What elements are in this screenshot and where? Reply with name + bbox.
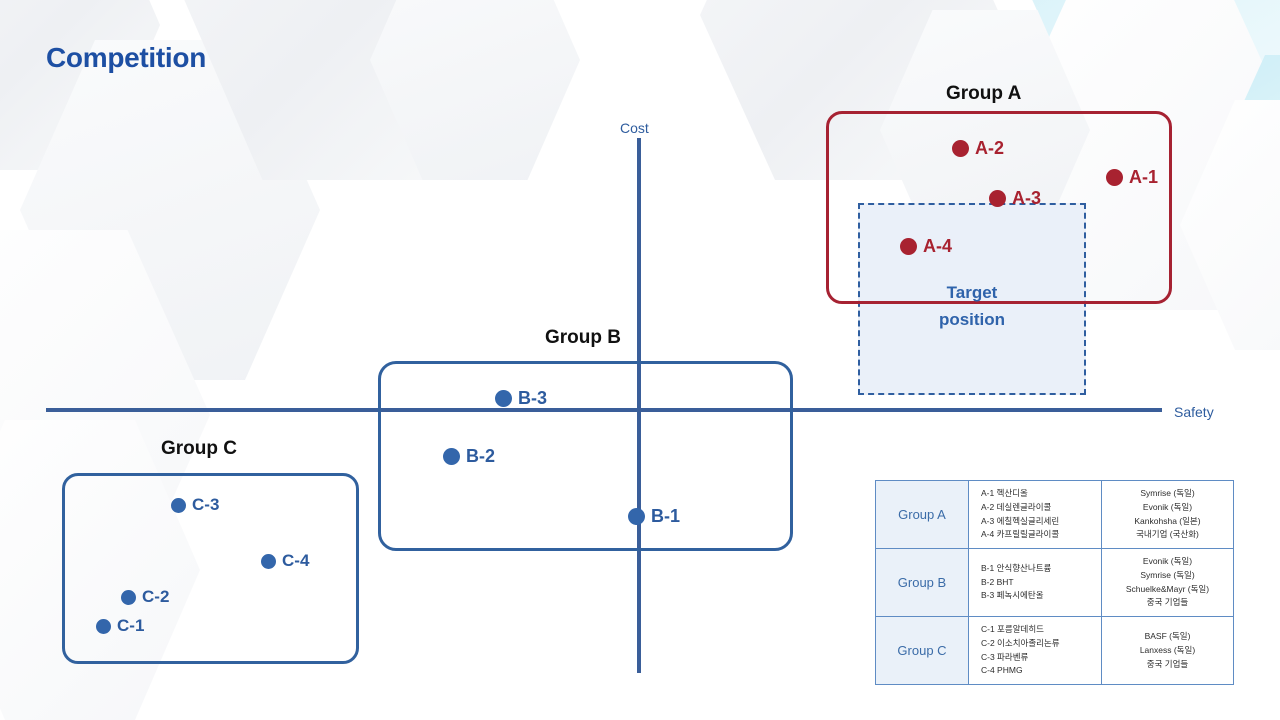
hex-decor [180,0,510,180]
group-c-region [62,473,359,664]
group-a-region [826,111,1172,304]
item-line: A-4 카프릴릴글라이콜 [981,529,1060,540]
item-line: C-2 이소치아졸리논류 [981,637,1060,648]
point-dot-icon [989,190,1006,207]
table-cell-group: Group C [875,616,969,686]
firm-line: Evonik (독일) [1142,556,1193,567]
hex-decor [20,40,320,380]
group-b-title: Group B [541,327,625,349]
item-line: C-1 포름알데히드 [981,624,1044,635]
data-point-b-1[interactable]: B-1 [628,506,680,527]
point-label: A-2 [975,138,1005,158]
point-dot-icon [900,238,917,255]
item-line: A-2 데실렌글라이콜 [981,501,1052,512]
table-row: Group A A-1 헥산디올 A-2 데실렌글라이콜 A-3 에칠헥실글리세… [875,479,1234,550]
data-point-b-2[interactable]: B-2 [443,446,495,467]
point-label: C-4 [282,551,310,570]
point-label: A-3 [1012,188,1042,208]
point-label: B-3 [518,388,548,408]
table-cell-firms: Symrise (독일) Evonik (독일) Kankohsha (일본) … [1101,479,1234,550]
table-cell-items: B-1 안식향산나트륨 B-2 BHT B-3 페녹시에탄올 [968,548,1102,618]
table-row: Group C C-1 포름알데히드 C-2 이소치아졸리논류 C-3 파라벤류… [875,616,1234,686]
hex-decor [1180,100,1280,350]
point-label: C-1 [117,616,145,635]
item-line: C-4 PHMG [981,665,1023,676]
target-position-region [858,203,1086,395]
axis-label-safety: Safety [1174,404,1214,420]
hex-decor [370,0,580,180]
point-dot-icon [121,589,136,605]
item-line: A-3 에칠헥실글리세린 [981,515,1060,526]
data-point-c-2[interactable]: C-2 [121,587,169,607]
group-a-title: Group A [946,83,1022,104]
table-cell-items: A-1 헥산디올 A-2 데실렌글라이콜 A-3 에칠헥실글리세린 A-4 카프… [968,479,1102,550]
data-point-c-4[interactable]: C-4 [261,551,309,571]
firm-line: Evonik (독일) [1142,501,1193,512]
target-label-line1: Target [946,283,998,302]
data-point-a-4[interactable]: A-4 [900,236,952,257]
point-dot-icon [628,508,645,525]
firm-line: 중국 기업들 [1146,597,1189,608]
point-label: A-1 [1129,167,1159,187]
data-point-c-3[interactable]: C-3 [171,495,219,515]
item-line: B-1 안식향산나트륨 [981,562,1052,573]
target-position-label: Target position [858,279,1086,333]
table-cell-items: C-1 포름알데히드 C-2 이소치아졸리논류 C-3 파라벤류 C-4 PHM… [968,616,1102,686]
firm-line: 국내기업 (국산화) [1136,529,1199,540]
point-label: B-2 [466,446,496,466]
group-c-title: Group C [161,438,237,459]
point-label: A-4 [923,236,953,256]
item-line: B-2 BHT [981,576,1014,587]
page-title: Competition [46,42,207,73]
competition-legend-table: Group A A-1 헥산디올 A-2 데실렌글라이콜 A-3 에칠헥실글리세… [875,479,1234,686]
point-dot-icon [96,618,111,634]
axis-vertical-cost [637,138,641,673]
hex-decor-accent [1215,55,1280,275]
item-line: C-3 파라벤류 [981,651,1029,662]
item-line: A-1 헥산디올 [981,488,1028,498]
point-label: B-1 [651,506,681,526]
point-label: C-2 [142,587,170,606]
firm-line: Schuelke&Mayr (독일) [1125,583,1210,594]
point-dot-icon [952,140,969,157]
data-point-a-2[interactable]: A-2 [952,138,1004,159]
table-cell-firms: Evonik (독일) Symrise (독일) Schuelke&Mayr (… [1101,548,1234,618]
point-dot-icon [443,448,460,465]
target-label-line2: position [938,310,1006,330]
firm-line: Lanxess (독일) [1139,644,1196,655]
firm-line: BASF (독일) [1144,631,1191,641]
hex-decor [0,0,160,170]
point-dot-icon [495,390,512,407]
firm-line: Symrise (독일) [1140,569,1195,580]
point-dot-icon [261,553,276,569]
table-cell-group: Group B [875,548,969,618]
axis-label-cost: Cost [620,120,649,136]
table-cell-group: Group A [875,479,969,550]
data-point-a-3[interactable]: A-3 [989,188,1041,209]
firm-line: 중국 기업들 [1146,658,1189,669]
data-point-b-3[interactable]: B-3 [495,388,547,409]
point-dot-icon [1106,169,1123,186]
firm-line: Symrise (독일) [1140,488,1195,498]
table-row: Group B B-1 안식향산나트륨 B-2 BHT B-3 페녹시에탄올 E… [875,548,1234,618]
table-cell-firms: BASF (독일) Lanxess (독일) 중국 기업들 [1101,616,1234,686]
data-point-c-1[interactable]: C-1 [96,616,144,636]
point-dot-icon [171,497,186,513]
item-line: B-3 페녹시에탄올 [981,590,1044,601]
firm-line: Kankohsha (일본) [1134,515,1201,526]
point-label: C-3 [192,495,220,514]
data-point-a-1[interactable]: A-1 [1106,167,1158,188]
axis-horizontal-safety [46,408,1162,412]
group-b-region [378,361,793,551]
